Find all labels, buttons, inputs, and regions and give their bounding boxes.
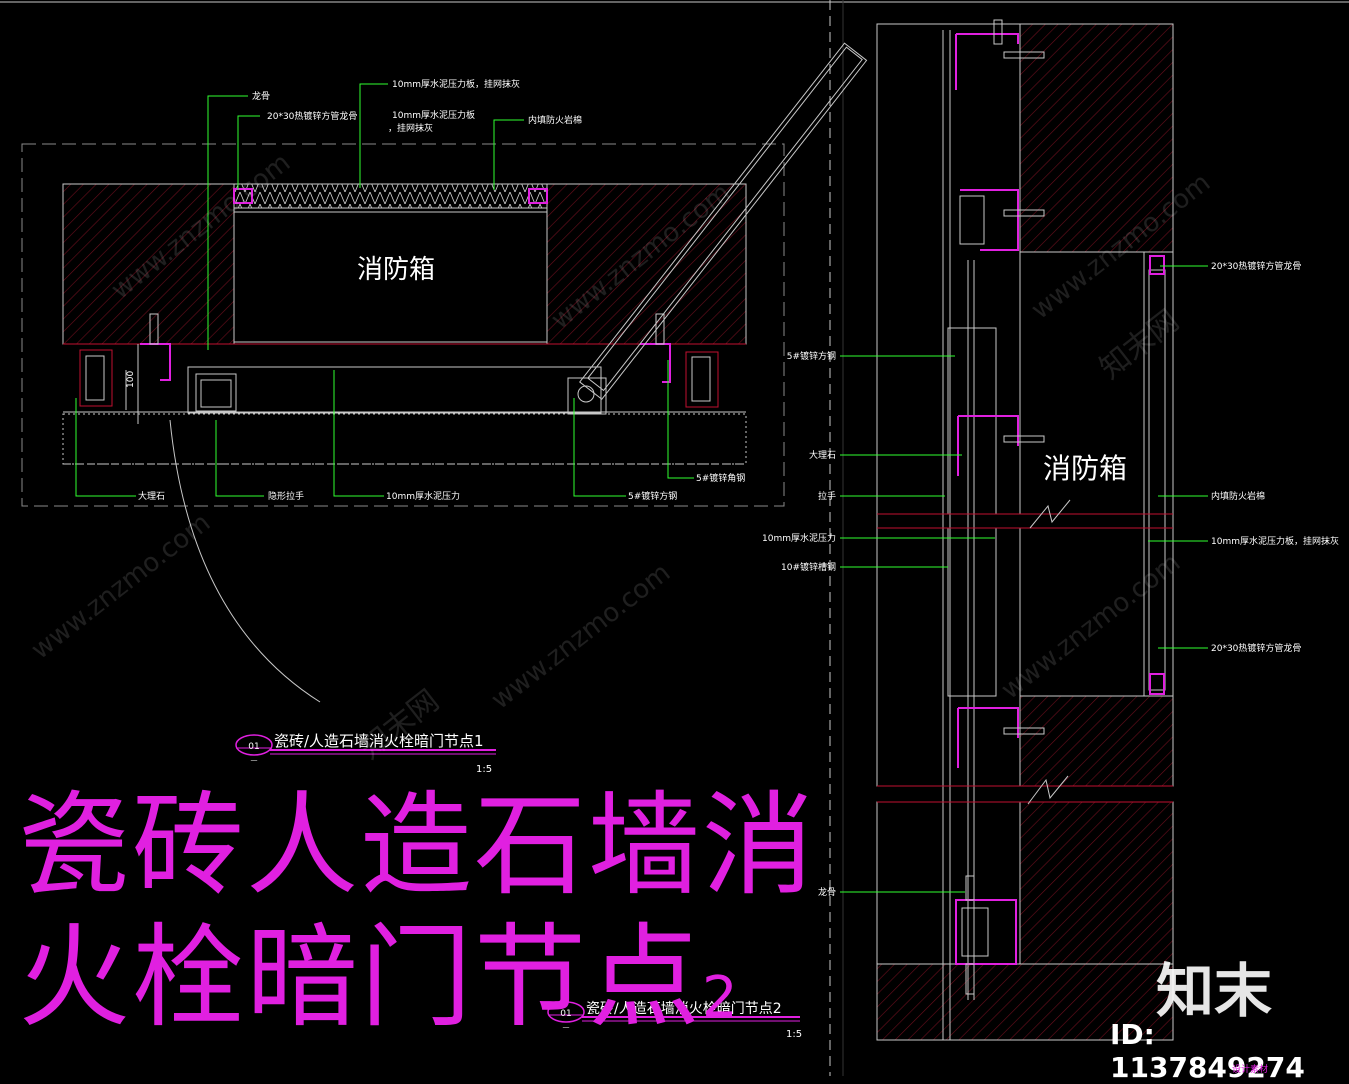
plan-caption-dash: — [251,756,258,764]
plan-label-keel: 龙骨 [252,90,270,102]
plan-caption-title: 瓷砖/人造石墙消火栓暗门节点1 [274,732,484,750]
plan-detail-1: 龙骨 20*30热镀锌方管龙骨 10mm厚水泥压力板，挂网抹灰 10mm厚水泥压… [21,42,868,775]
section-label-tube-keel-top: 20*30热镀锌方管龙骨 [1211,260,1301,272]
back-board [233,183,548,209]
section-caption-number: 01 [560,1009,571,1019]
section-caption-scale: 1:5 [786,1029,802,1040]
section-caption-title: 瓷砖/人造石墙消火栓暗门节点2 [586,1001,782,1017]
section-label-marble: 大理石 [809,449,836,461]
svg-text:www.znzmo.com: www.znzmo.com [26,508,216,666]
big-title-line-2: 火栓暗门节点2 [18,922,740,1034]
section-label-cement: 10mm厚水泥压力 [762,532,836,544]
section-label-handle: 拉手 [818,490,836,502]
plan-dimension: 100 [126,371,136,388]
svg-text:www.znzmo.com: www.znzmo.com [996,548,1186,706]
plan-label-handle: 隐形拉手 [268,490,304,502]
fire-box-outline [233,211,548,343]
plan-label-cement-board-2a: 10mm厚水泥压力板 [392,109,475,121]
big-title-line-1: 瓷砖人造石墙消 [18,781,816,911]
section-fire-box-label: 消防箱 [1043,452,1127,485]
svg-text:www.znzmo.com: www.znzmo.com [486,558,676,716]
watermark-tag: 设计素材 [1232,1065,1269,1075]
plan-label-cement-board-2b: ，挂网抹灰 [388,122,433,134]
plan-label-cement: 10mm厚水泥压力 [386,490,460,502]
section-label-channel-steel: 10#镀锌槽钢 [781,561,836,573]
section-label-cement-board: 10mm厚水泥压力板，挂网抹灰 [1211,535,1339,547]
section-label-steel-tube: 5#镀锌方钢 [787,350,836,362]
plan-caption-number: 01 [248,742,259,752]
plan-caption-scale: 1:5 [476,764,492,775]
big-title-suffix: 2 [702,965,740,1030]
plan-fire-box-label: 消防箱 [357,255,435,285]
section-label-tube-keel-bottom: 20*30热镀锌方管龙骨 [1211,642,1301,654]
asset-id: ID: 1137849274 [1110,1018,1305,1084]
section-label-keel: 龙骨 [818,886,836,898]
section-label-rock-wool: 内填防火岩棉 [1211,490,1265,502]
plan-label-cement-board-1: 10mm厚水泥压力板，挂网抹灰 [392,78,520,90]
plan-label-rock-wool: 内填防火岩棉 [528,114,582,126]
section-caption-dash: — [563,1023,570,1031]
brand-logo-text: 知末 [1156,957,1273,1025]
wall-right [546,183,747,345]
section-detail-2: 5#镀锌方钢 大理石 拉手 10mm厚水泥压力 10#镀锌槽钢 龙骨 20*30… [547,19,1339,1041]
svg-text:知末网: 知末网 [1093,303,1185,386]
plan-label-tube-keel: 20*30热镀锌方管龙骨 [267,110,357,122]
plan-label-marble: 大理石 [138,490,165,502]
big-title-line-2-text: 火栓暗门节点 [18,913,702,1043]
wall-left [62,183,235,345]
plan-label-steel-tube: 5#镀锌方钢 [628,490,677,502]
plan-label-angle-steel: 5#镀锌角钢 [696,472,745,484]
